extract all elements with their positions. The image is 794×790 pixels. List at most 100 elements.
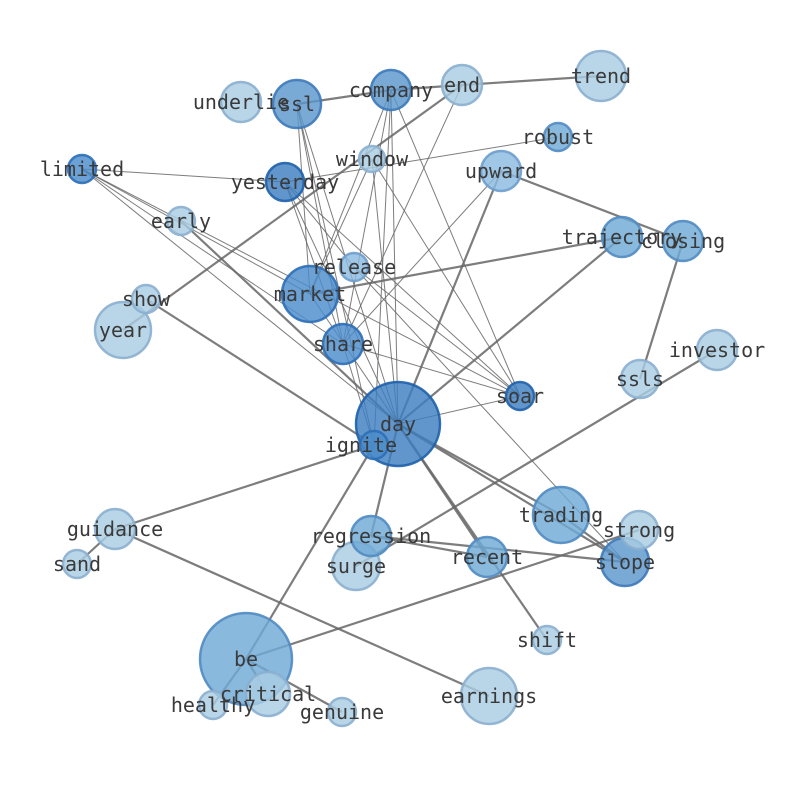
- node-company: [369, 68, 413, 112]
- node-label-soar: soar: [496, 384, 544, 408]
- edge-share-soar: [342, 343, 521, 397]
- node-label-trajectory: trajectory: [562, 225, 682, 249]
- node-label-ignite: ignite: [325, 433, 397, 457]
- node-label-limited: limited: [40, 157, 124, 181]
- edge-share-end: [342, 84, 463, 345]
- node-label-recent: recent: [451, 545, 523, 569]
- node-label-underlie: underlie: [193, 90, 289, 114]
- edge-guidance-earnings: [114, 527, 490, 698]
- node-label-trend: trend: [571, 64, 631, 88]
- node-shift: [531, 624, 563, 656]
- edge-yesterday-soar: [284, 181, 521, 397]
- node-label-surge: surge: [326, 554, 386, 578]
- node-label-yesterday: yesterday: [231, 170, 339, 194]
- edge-limited-yesterday: [81, 168, 286, 183]
- edge-release-soar: [353, 266, 521, 397]
- node-share: [321, 322, 365, 366]
- edge-day-shift: [397, 423, 548, 641]
- node-label-shift: shift: [517, 628, 577, 652]
- edge-window-soar: [371, 158, 521, 397]
- edge-market-limited: [81, 168, 311, 295]
- node-label-guidance: guidance: [67, 517, 163, 541]
- node-label-be: be: [234, 647, 258, 671]
- node-underlie: [219, 80, 263, 124]
- node-label-earnings: earnings: [441, 684, 537, 708]
- edge-share-upward: [342, 170, 502, 345]
- node-regression: [349, 514, 393, 558]
- node-robust: [542, 121, 574, 153]
- node-earnings: [459, 666, 519, 726]
- node-investor: [695, 328, 739, 372]
- node-ignite: [358, 429, 390, 461]
- edge-market-trajectory: [309, 235, 623, 296]
- node-label-share: share: [313, 332, 373, 356]
- node-label-end: end: [444, 73, 480, 97]
- edge-day-slope: [397, 423, 626, 563]
- node-recent: [465, 535, 509, 579]
- node-limited: [66, 153, 98, 185]
- edge-ignite-guidance: [114, 443, 375, 531]
- edge-day-trajectory: [397, 236, 623, 425]
- node-label-show: show: [122, 287, 171, 311]
- node-ssls: [619, 358, 661, 400]
- node-sand: [61, 548, 93, 580]
- node-closing: [661, 219, 705, 263]
- node-label-company: company: [349, 78, 433, 102]
- node-guidance: [93, 507, 137, 551]
- edge-company-soar: [390, 89, 521, 397]
- node-label-ssls: ssls: [616, 367, 664, 391]
- edge-share-yesterday: [284, 181, 344, 345]
- node-show: [130, 283, 162, 315]
- node-label-release: release: [312, 255, 396, 279]
- node-label-critical: critical: [220, 682, 316, 706]
- node-critical: [244, 670, 292, 718]
- edge-end-year: [122, 84, 463, 331]
- node-yesterday: [264, 161, 306, 203]
- node-label-investor: investor: [669, 338, 765, 362]
- node-label-window: window: [336, 147, 409, 171]
- node-label-trading: trading: [519, 503, 603, 527]
- node-label-regression: regression: [311, 524, 431, 548]
- node-label-genuine: genuine: [300, 700, 384, 724]
- edge-closing-ssls: [638, 240, 685, 380]
- edge-market-company: [309, 89, 392, 295]
- node-label-upward: upward: [465, 159, 537, 183]
- node-label-market: market: [274, 282, 346, 306]
- edge-ignite-show: [145, 298, 375, 446]
- node-window: [357, 144, 387, 174]
- edge-ignite-company: [373, 89, 392, 446]
- node-market: [280, 264, 340, 324]
- node-label-day: day: [380, 412, 416, 436]
- nodes-layer: [61, 49, 739, 728]
- node-label-strong: strong: [603, 518, 675, 542]
- node-label-early: early: [151, 209, 211, 233]
- node-label-sand: sand: [53, 552, 101, 576]
- node-label-ssl: ssl: [279, 92, 315, 116]
- node-label-healthy: healthy: [171, 693, 255, 717]
- edge-ignite-ssl: [296, 103, 375, 446]
- node-early: [165, 205, 197, 237]
- edge-day-limited: [81, 168, 399, 425]
- node-release: [338, 251, 370, 283]
- node-upward: [479, 149, 523, 193]
- node-ssl: [271, 78, 323, 130]
- node-trend: [574, 49, 628, 103]
- edge-day-company: [390, 89, 399, 425]
- edge-day-upward: [396, 170, 503, 425]
- node-trading: [531, 485, 591, 545]
- edge-share-company: [342, 89, 392, 345]
- node-label-closing: closing: [641, 229, 725, 253]
- node-strong: [618, 509, 660, 551]
- node-soar: [504, 380, 536, 412]
- node-healthy: [197, 689, 229, 721]
- node-label-robust: robust: [522, 125, 594, 149]
- node-year: [93, 300, 153, 360]
- node-trajectory: [600, 215, 644, 259]
- node-label-year: year: [99, 318, 147, 342]
- edge-yesterday-robust: [284, 136, 559, 183]
- node-end: [440, 63, 484, 107]
- node-label-slope: slope: [595, 550, 655, 574]
- edge-upward-closing: [500, 169, 684, 243]
